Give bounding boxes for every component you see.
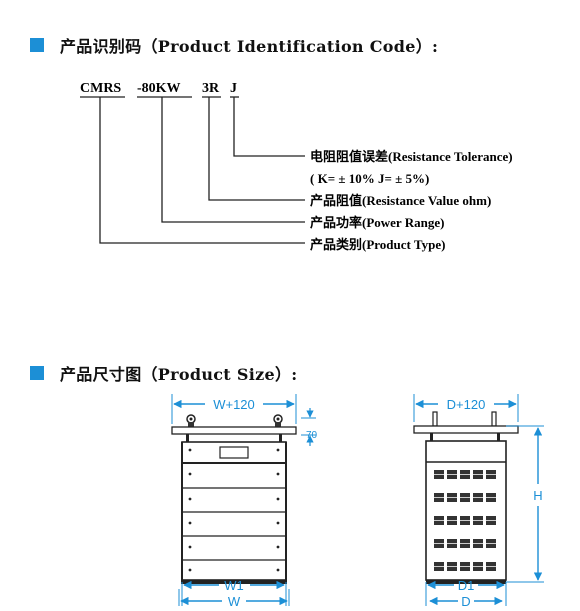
front-view-drawing: W+120 70 [171,394,318,609]
connector-tolerance [233,97,305,157]
desc-tolerance-values: ( K= ± 10% J= ± 5%) [310,171,429,186]
dim-side-height: H [533,488,542,503]
product-size-diagram: W+120 70 [171,394,544,609]
code-token-resistance: 3R [202,81,220,96]
size-title: 产品尺寸图（Product Size）: [60,365,298,384]
code-token-tolerance: J [230,81,237,96]
code-connector-lines [99,97,305,244]
blue-square-icon [30,38,44,52]
dim-front-outer: W [228,594,241,609]
identification-section-heading: 产品识别码（Product Identification Code）: [30,33,438,57]
desc-power: 产品功率(Power Range) [310,215,444,230]
desc-tolerance: 电阻阻值误差(Resistance Tolerance) [310,149,513,164]
dim-side-inner: D1 [458,578,475,593]
size-section-heading: 产品尺寸图（Product Size）: [30,361,297,385]
blue-square-icon [30,366,44,380]
side-view-drawing: D+120 H [413,394,544,609]
dim-front-height: 70 [306,430,318,441]
code-token-series: CMRS [80,81,121,96]
dim-front-top: W+120 [213,397,255,412]
desc-type: 产品类别(Product Type) [310,237,445,252]
connector-power [161,97,305,223]
dim-side-top: D+120 [447,397,486,412]
connector-resistance [208,97,305,201]
desc-resistance: 产品阻值(Resistance Value ohm) [310,193,491,208]
dim-side-outer: D [461,594,470,609]
dim-front-inner: W1 [224,578,244,593]
connector-type [99,97,305,244]
product-code-diagram: CMRS -80KW 3R J 电阻阻值误差(Resistance Tolera… [80,81,513,252]
code-token-power: -80KW [137,81,181,96]
identification-title: 产品识别码（Product Identification Code）: [60,37,439,56]
